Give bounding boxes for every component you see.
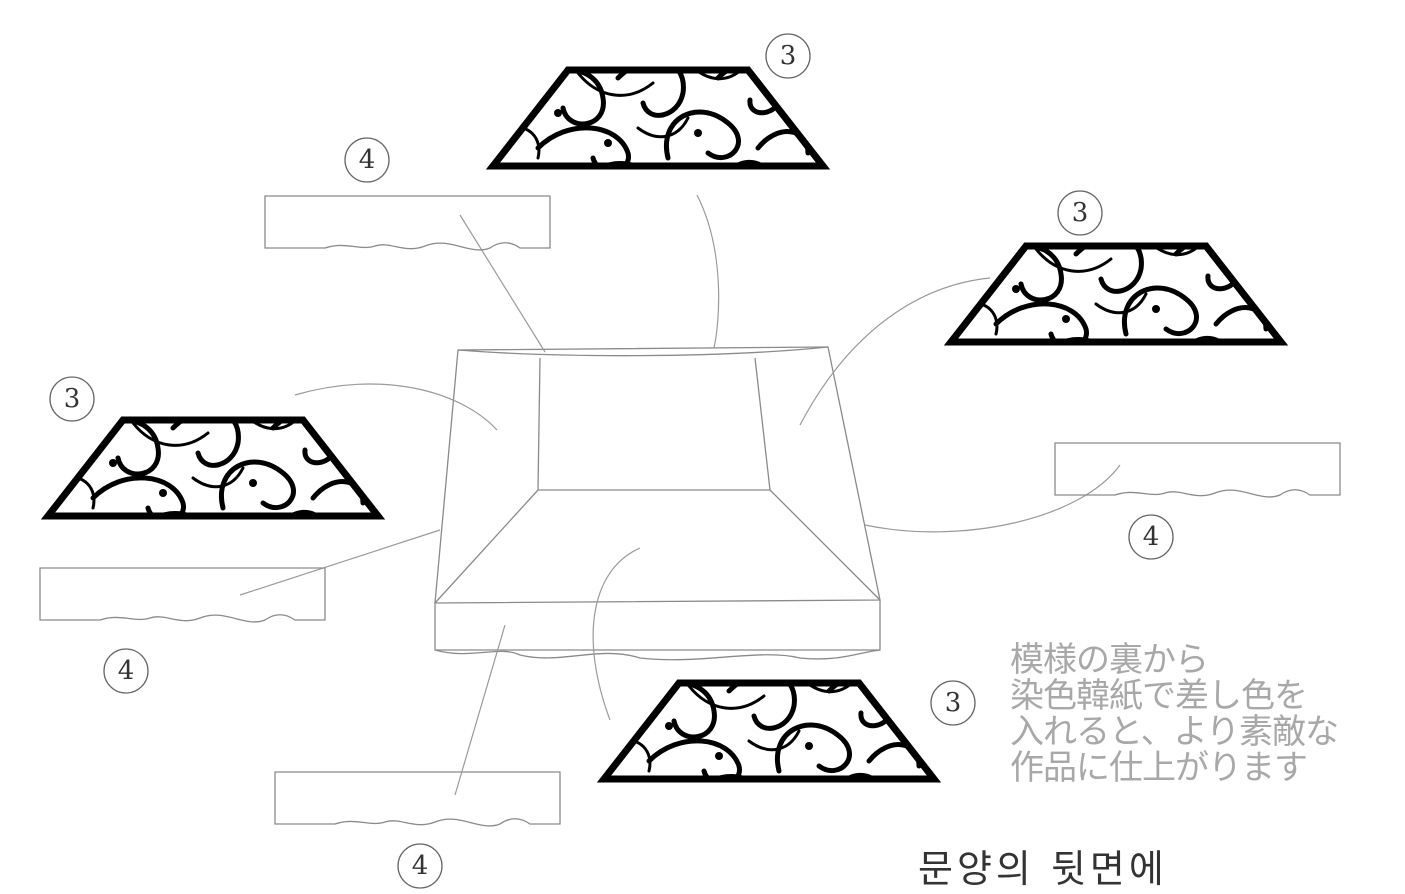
callout-3-right: 3 (1057, 190, 1103, 236)
callout-4-lower-left: 4 (103, 648, 149, 694)
callout-4-right-label: 4 (1143, 522, 1160, 552)
callout-4-right: 4 (1128, 514, 1174, 560)
callout-3-bottom-label: 3 (945, 688, 962, 718)
callout-3-left-label: 3 (64, 384, 81, 414)
paper-strip-right (1054, 442, 1341, 498)
pattern-panel-top (493, 60, 823, 173)
box-wireframe (434, 346, 881, 661)
leader-lines (239, 194, 1121, 796)
pattern-panel-bottom (604, 673, 934, 786)
callout-4-lower-left-label: 4 (118, 656, 135, 686)
pattern-panel-left (48, 410, 378, 523)
callout-3-left: 3 (49, 376, 95, 422)
callout-4-upper-left-label: 4 (359, 145, 376, 175)
callout-4-bottom: 4 (397, 843, 443, 889)
callout-4-bottom-label: 4 (412, 851, 429, 881)
korean-note: 문양의 뒷면에 (918, 847, 1168, 891)
callout-4-upper-left: 4 (344, 137, 390, 183)
callout-3-top: 3 (765, 33, 811, 79)
pattern-panel-right (951, 236, 1281, 349)
paper-strip-lower-left (39, 567, 326, 623)
callout-3-bottom: 3 (930, 680, 976, 726)
japanese-note-line-3: 入れると、より素敵な (1010, 712, 1339, 752)
callout-3-right-label: 3 (1072, 198, 1089, 228)
japanese-note-line-4: 作品に仕上がります (1010, 748, 1308, 788)
paper-strip-upper-left (264, 195, 551, 251)
callout-3-top-label: 3 (780, 41, 797, 71)
paper-strip-bottom (274, 771, 561, 827)
japanese-note-line-1: 模様の裏から (1010, 640, 1209, 680)
japanese-note: 模様の裏から 染色韓紙で差し色を 入れると、より素敵な 作品に仕上がります (1010, 642, 1400, 786)
japanese-note-line-2: 染色韓紙で差し色を (1010, 676, 1308, 716)
